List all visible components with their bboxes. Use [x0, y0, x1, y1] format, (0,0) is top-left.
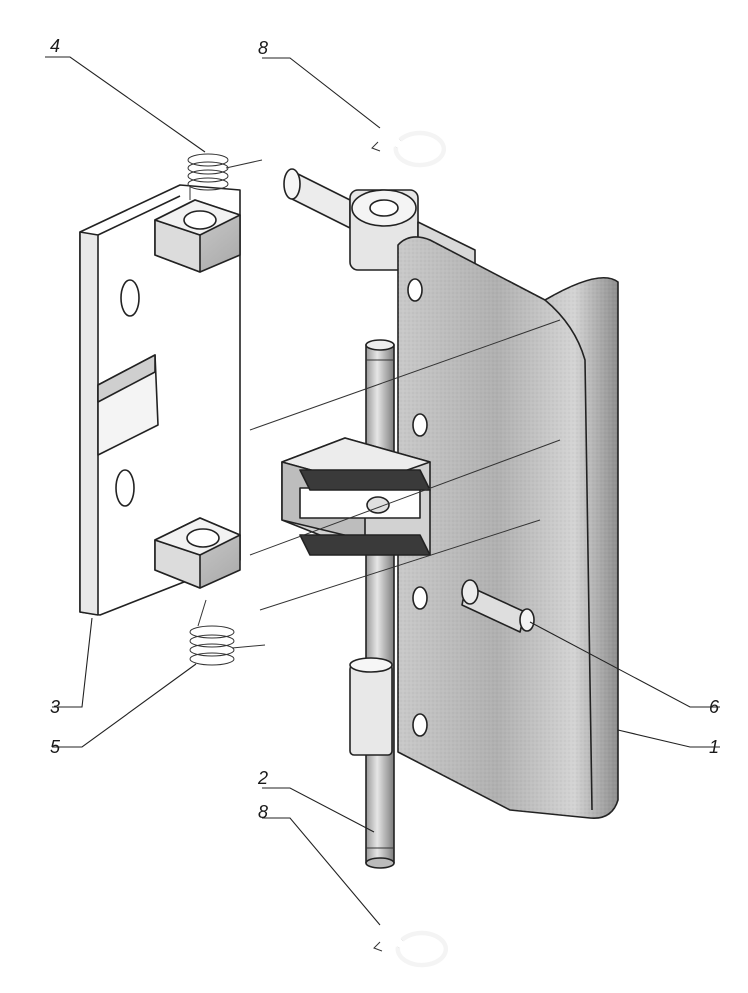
hinge-plate-3 [79, 184, 241, 616]
callout-6: 6 [709, 697, 720, 717]
callout-3: 3 [50, 697, 60, 717]
torsion-spring-4 [187, 153, 263, 200]
callout-8-bottom: 8 [258, 802, 268, 822]
callout-8-top: 8 [258, 38, 268, 58]
plate-knuckle-top [154, 199, 241, 273]
callout-5: 5 [50, 737, 61, 757]
hinge-leaf-1 [397, 236, 619, 819]
callout-4: 4 [50, 36, 60, 56]
plate-knuckle-bottom [154, 517, 241, 589]
callout-1: 1 [709, 737, 719, 757]
leaf-fork-block [249, 319, 561, 611]
retaining-clip-8-bottom [373, 930, 449, 968]
leader-lines [45, 56, 720, 926]
retaining-clip-8-top [371, 130, 447, 168]
hinge-pin-2 [349, 339, 395, 869]
callout-2: 2 [257, 768, 268, 788]
stud-6 [461, 579, 535, 633]
torsion-spring-5 [189, 599, 266, 666]
